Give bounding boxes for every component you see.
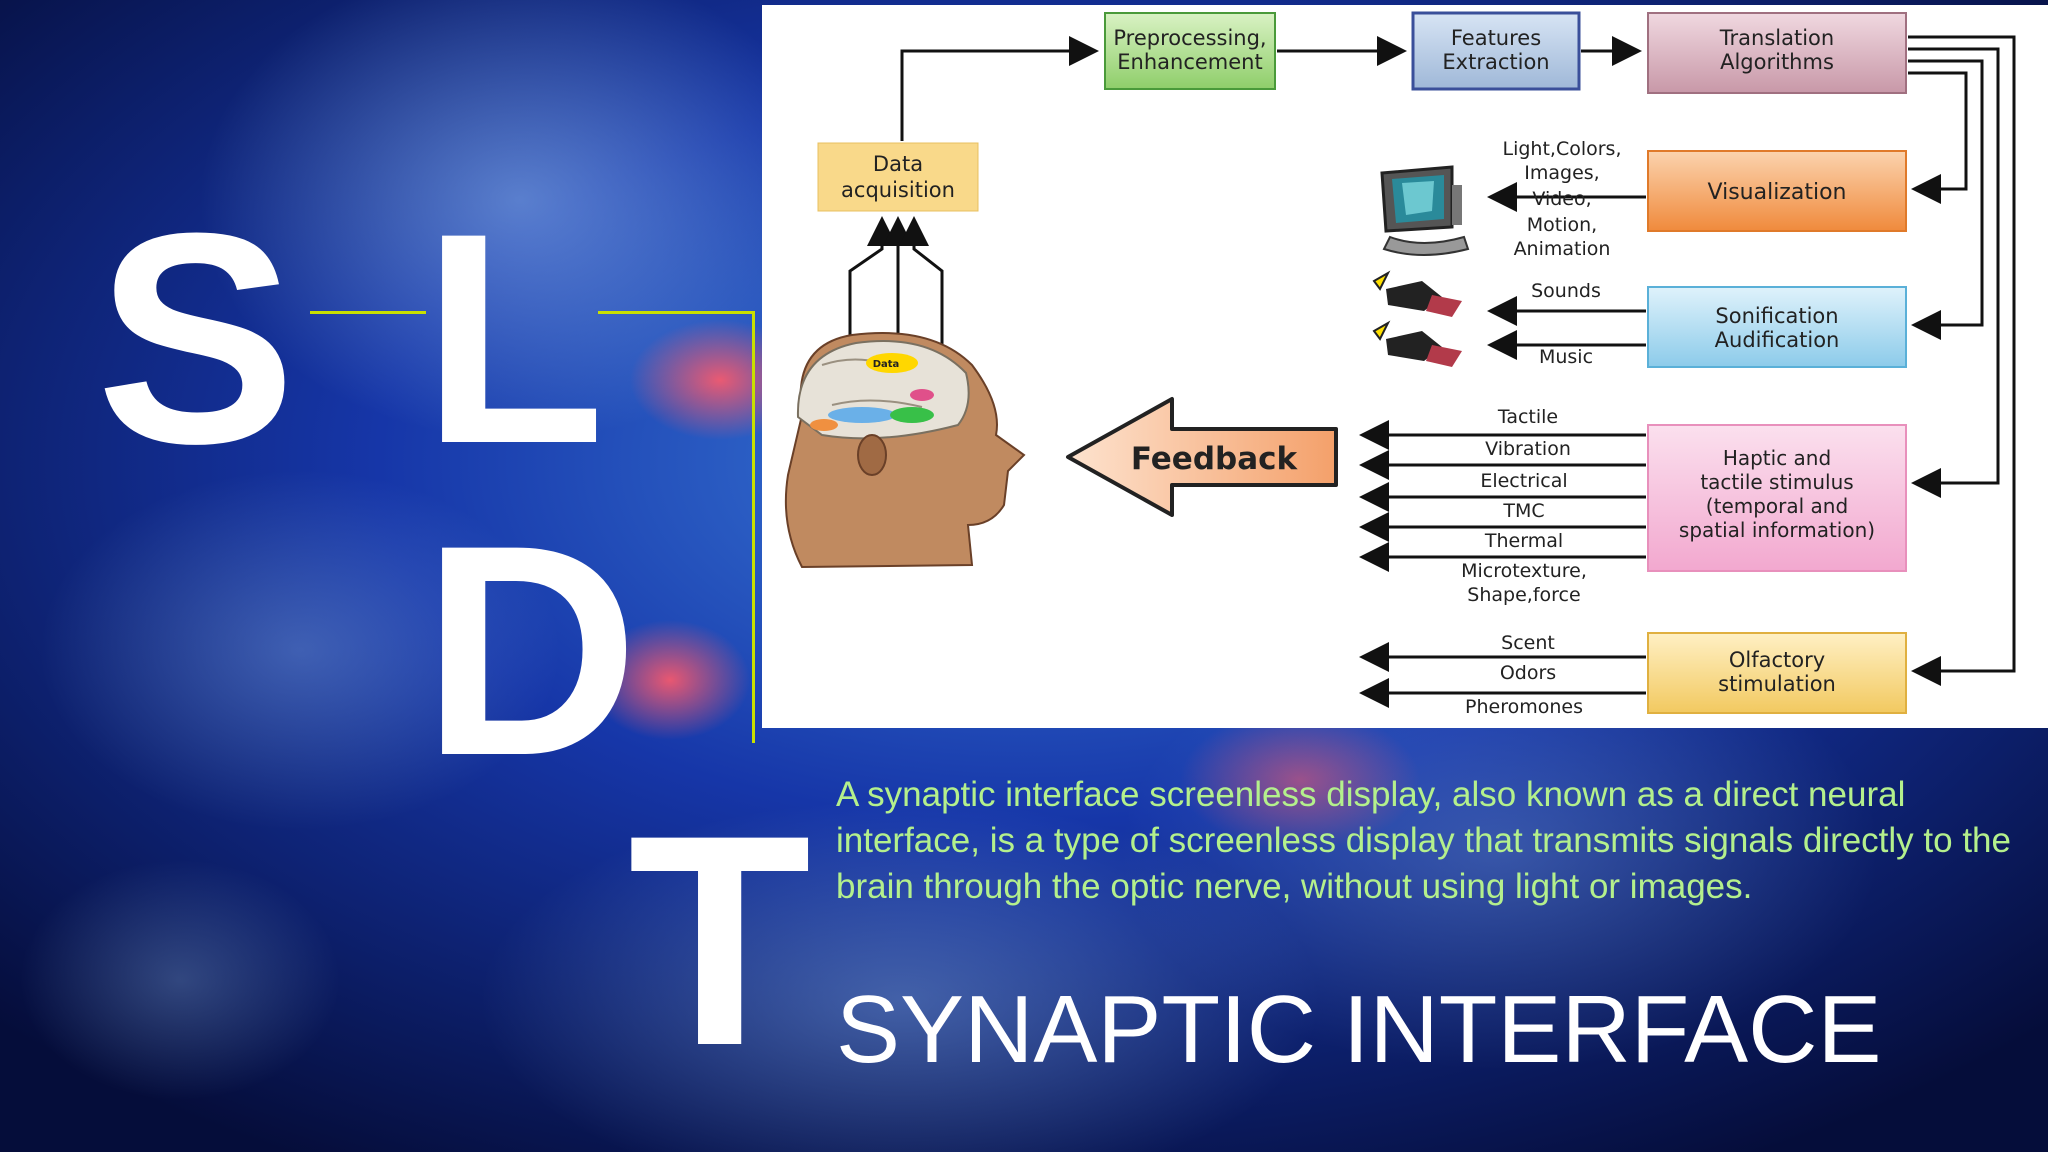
olfactory-output-1: Scent — [1501, 632, 1555, 654]
translation-label-2: Algorithms — [1720, 50, 1834, 74]
visual-output-4: Motion, — [1527, 214, 1597, 236]
data-acquisition-label-2: acquisition — [841, 178, 955, 202]
preprocessing-label-1: Preprocessing, — [1113, 26, 1266, 50]
accent-line-1 — [310, 311, 426, 314]
feedback-label: Feedback — [1131, 441, 1299, 477]
sonification-box: Sonification Audification — [1647, 286, 1907, 368]
haptic-output-3: Electrical — [1480, 470, 1567, 492]
page-title: SYNAPTIC INTERFACE — [836, 976, 1882, 1083]
monitor-icon — [1380, 165, 1470, 256]
accent-line-3 — [752, 311, 755, 743]
accent-line-2 — [598, 311, 754, 314]
speaker-icon-1 — [1372, 270, 1462, 317]
haptic-output-5: Thermal — [1484, 530, 1563, 552]
letter-s: S — [96, 170, 297, 506]
data-acquisition-label-1: Data — [873, 152, 923, 176]
sonification-label-2: Audification — [1715, 328, 1840, 352]
haptic-label-2: tactile stimulus — [1700, 470, 1853, 494]
haptic-output-4: TMC — [1502, 500, 1544, 522]
haptic-label-4: spatial information) — [1679, 518, 1875, 542]
olfactory-output-labels: Scent Odors Pheromones — [1465, 632, 1583, 718]
letter-t: T — [628, 772, 812, 1108]
visualization-box: Visualization — [1647, 150, 1907, 232]
sonification-label-1: Sonification — [1715, 304, 1838, 328]
visualization-label: Visualization — [1708, 180, 1847, 205]
olfactory-label-2: stimulation — [1718, 672, 1836, 696]
haptic-output-6: Microtexture, — [1461, 560, 1587, 582]
olfactory-box: Olfactory stimulation — [1647, 632, 1907, 714]
data-acquisition-box: Data acquisition — [817, 142, 979, 212]
visual-output-3: Video, — [1532, 188, 1591, 210]
visual-output-5: Animation — [1514, 238, 1611, 260]
sound-output-labels: Sounds Music — [1531, 280, 1601, 368]
haptic-label-1: Haptic and — [1723, 446, 1831, 470]
feedback-arrow: Feedback — [1066, 397, 1338, 517]
olfactory-output-3: Pheromones — [1465, 696, 1583, 718]
visual-output-labels: Light,Colors, Images, Video, Motion, Ani… — [1502, 138, 1621, 260]
letter-l: L — [422, 170, 606, 506]
translation-label-1: Translation — [1719, 26, 1834, 50]
speaker-icon-2 — [1372, 320, 1462, 367]
letter-d: D — [422, 482, 639, 818]
sound-output-1: Sounds — [1531, 280, 1601, 302]
haptic-label-3: (temporal and — [1706, 494, 1848, 518]
haptic-box: Haptic and tactile stimulus (temporal an… — [1647, 424, 1907, 572]
bci-diagram: Data acquisition Preprocessing, Enhancem… — [762, 5, 2048, 728]
features-label-2: Extraction — [1442, 50, 1549, 74]
preprocessing-box: Preprocessing, Enhancement — [1104, 12, 1276, 90]
haptic-output-7: Shape,force — [1467, 584, 1580, 606]
head-brain-icon: Data — [784, 332, 1026, 569]
description-text: A synaptic interface screenless display,… — [836, 775, 2011, 906]
translation-algorithms-box: Translation Algorithms — [1647, 12, 1907, 94]
diagram-canvas: Data acquisition Preprocessing, Enhancem… — [784, 11, 2016, 718]
haptic-output-2: Vibration — [1485, 438, 1571, 460]
flow-arrows — [848, 35, 2016, 708]
haptic-output-1: Tactile — [1497, 406, 1558, 428]
sound-output-2: Music — [1539, 346, 1593, 368]
features-extraction-box: Features Extraction — [1411, 11, 1581, 91]
haptic-output-labels: Tactile Vibration Electrical TMC Thermal… — [1461, 406, 1587, 606]
brain-label: Data — [873, 359, 900, 370]
features-label-1: Features — [1451, 26, 1541, 50]
preprocessing-label-2: Enhancement — [1117, 50, 1262, 74]
olfactory-label-1: Olfactory — [1729, 648, 1825, 672]
olfactory-output-2: Odors — [1500, 662, 1556, 684]
visual-output-1: Light,Colors, — [1502, 138, 1621, 160]
visual-output-2: Images, — [1524, 162, 1599, 184]
